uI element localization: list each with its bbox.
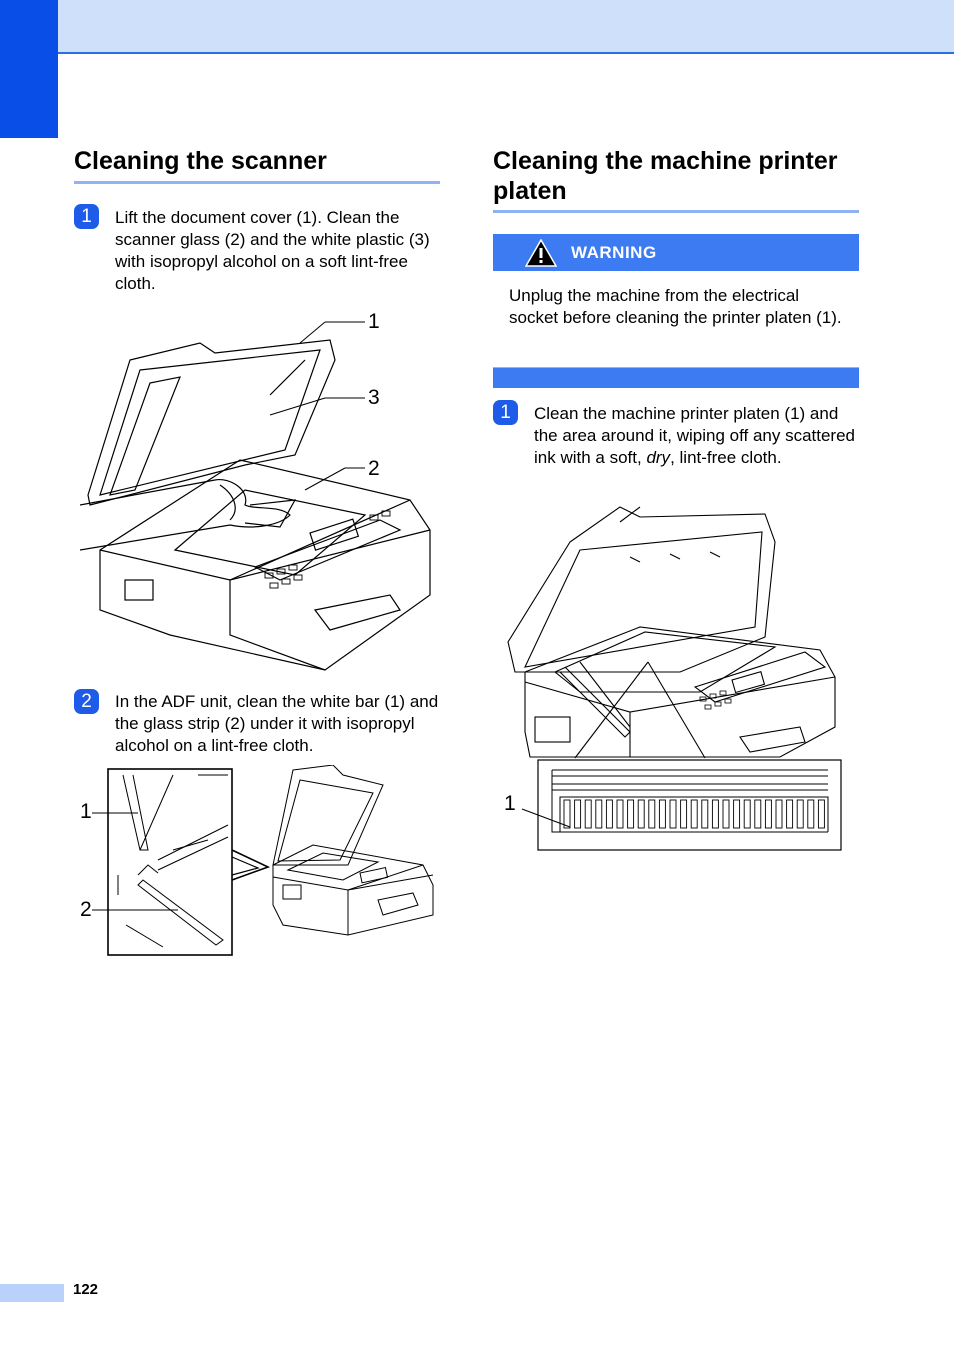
header-band [0, 0, 954, 54]
step-text: Lift the document cover (1). Clean the s… [115, 208, 430, 293]
page-tab [0, 1284, 64, 1302]
callout-label: 3 [368, 386, 380, 409]
section-title-platen: Cleaning the machine printer platen [493, 147, 838, 205]
callout-label: 1 [80, 800, 92, 823]
warning-triangle-icon [525, 239, 557, 267]
warning-text: Unplug the machine from the electrical s… [509, 286, 842, 327]
callout-label: 1 [504, 792, 516, 815]
step-number: 1 [74, 204, 99, 229]
step-number: 2 [74, 689, 99, 714]
callout-label: 1 [368, 310, 380, 333]
callout-label: 2 [368, 457, 380, 480]
section-rule [493, 210, 859, 213]
step-text: Clean the machine printer platen (1) and… [534, 404, 855, 467]
chapter-tab [0, 0, 58, 138]
page-number: 122 [73, 1281, 99, 1298]
section-rule [74, 181, 440, 184]
callout-label: 2 [80, 898, 92, 921]
scanner-glass-figure [80, 321, 431, 671]
warning-label: WARNING [571, 243, 657, 262]
section-title-scanner: Cleaning the scanner [74, 147, 327, 175]
step-text: In the ADF unit, clean the white bar (1)… [115, 692, 439, 755]
warning-banner: WARNING [493, 234, 859, 271]
adf-unit-figure [92, 765, 434, 956]
printer-platen-figure [507, 506, 842, 851]
warning-end-bar [493, 367, 859, 388]
step-number: 1 [493, 400, 518, 425]
